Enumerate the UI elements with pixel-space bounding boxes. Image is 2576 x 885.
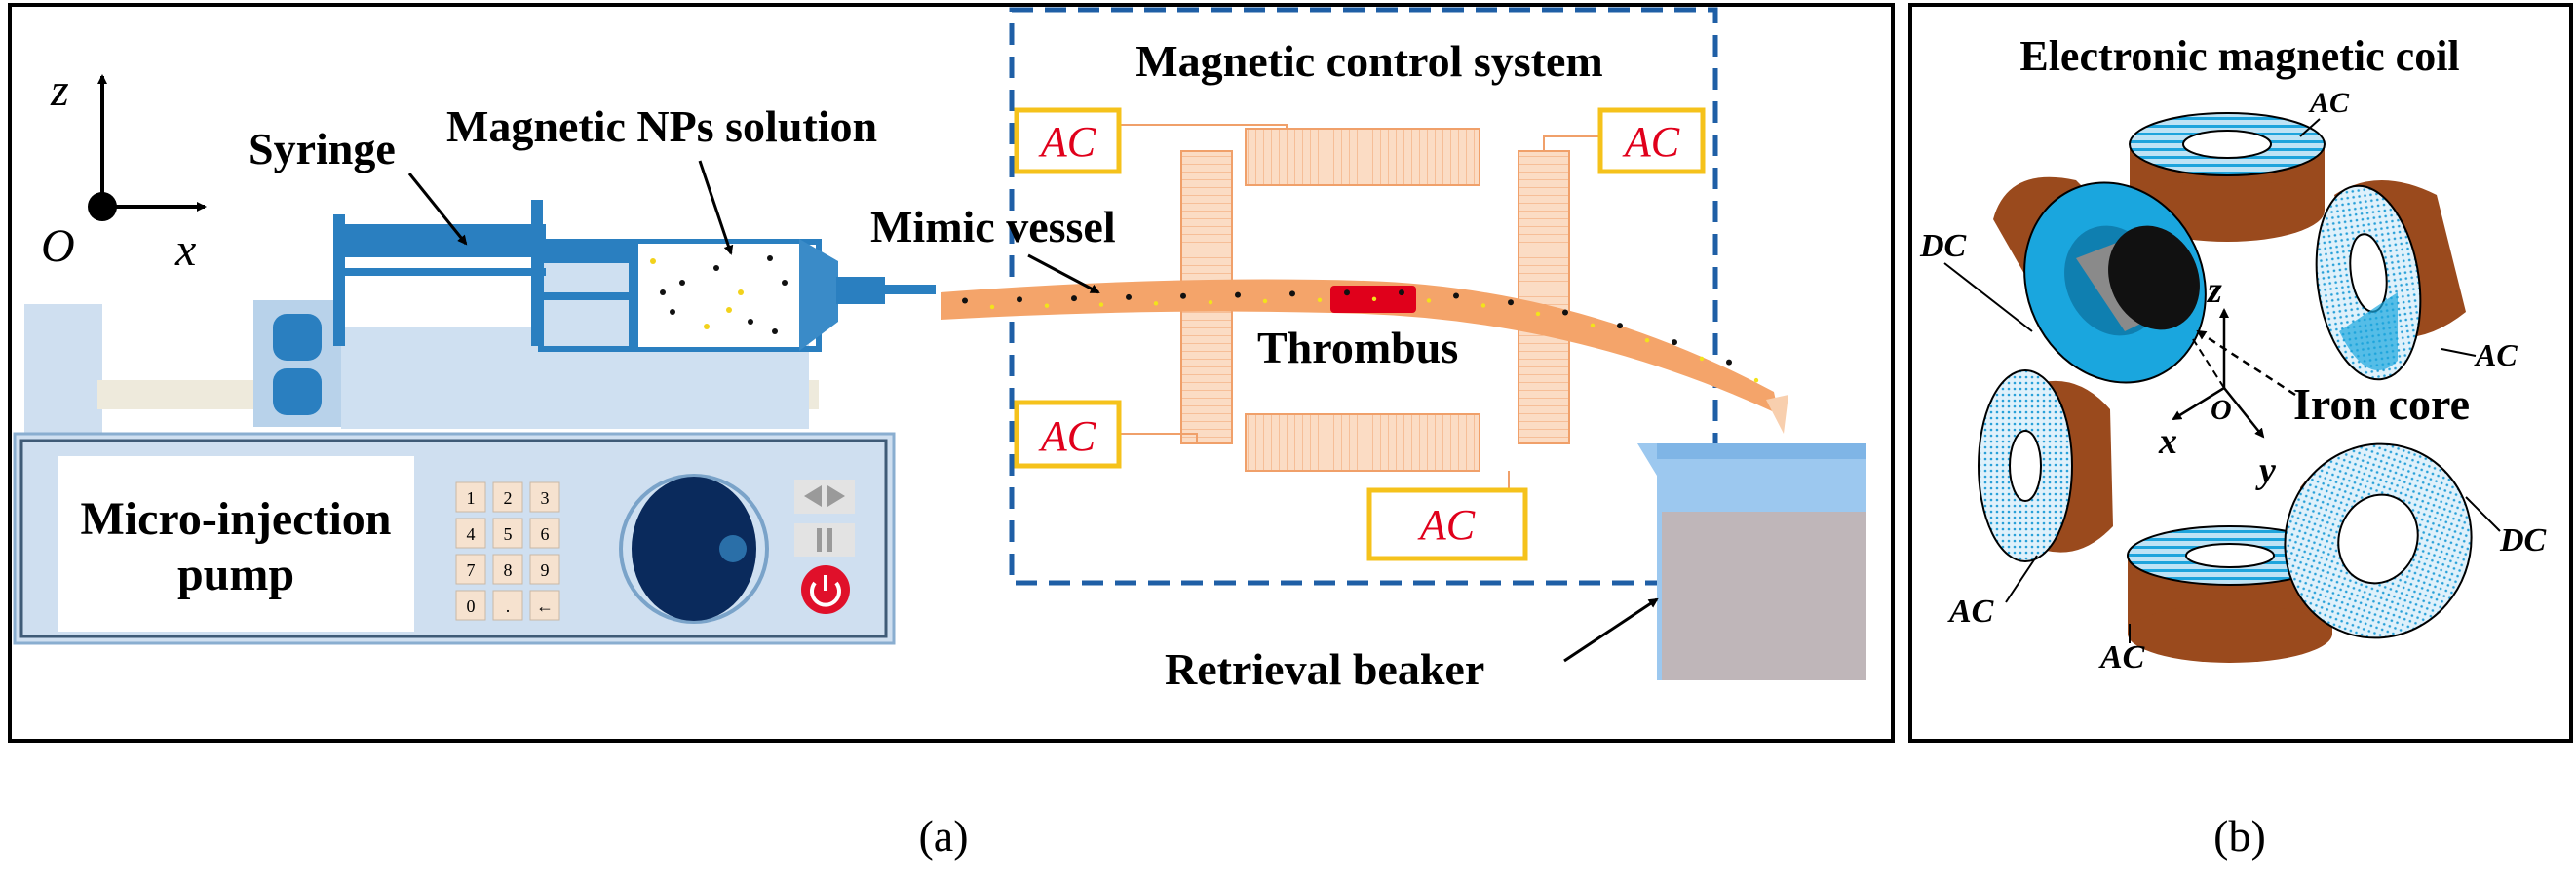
syringe	[333, 200, 936, 352]
svg-text:7: 7	[467, 560, 476, 580]
keypad: 1 2 3 4 5 6 7 8 9 0. ←	[455, 481, 560, 621]
keypad-key: ←	[529, 590, 560, 621]
caption-b: (b)	[2213, 811, 2266, 861]
mimic-vessel-arrow	[1027, 253, 1100, 294]
iron-core	[2076, 225, 2200, 331]
axes-indicator: z x O	[41, 64, 207, 276]
svg-text:8: 8	[504, 560, 513, 580]
mimic-vessel	[941, 279, 1779, 414]
svg-text:0: 0	[467, 596, 476, 616]
np-solution-arrow	[698, 160, 734, 255]
hex-knob-bottom	[273, 368, 322, 415]
ac-box-bottom-right: AC	[1366, 487, 1528, 561]
coil-b-top	[2129, 112, 2326, 242]
axis-z-label: z	[50, 64, 69, 116]
svg-text:6: 6	[541, 524, 550, 544]
coil-b-lower-right	[2284, 442, 2473, 639]
np-particles	[650, 255, 788, 334]
keypad-key: 2	[492, 481, 523, 513]
vessel-outlet	[1766, 395, 1788, 434]
keypad-key: 8	[492, 554, 523, 585]
micro-injection-pump: Micro-injection pump 1 2 3 4 5 6 7 8 9 0. ←	[13, 432, 896, 645]
coil-bottom	[1245, 413, 1480, 472]
svg-text:y: y	[2255, 450, 2276, 491]
syringe-arrow	[407, 173, 468, 246]
keypad-key: 0	[455, 590, 486, 621]
svg-text:AC: AC	[1038, 412, 1096, 460]
keypad-key: 3	[529, 481, 560, 513]
panel-b-frame	[1908, 3, 2573, 743]
coil-b-left	[1978, 369, 2113, 562]
keypad-key: 9	[529, 554, 560, 585]
label-dc-left: DC	[1919, 228, 1967, 264]
retrieval-beaker-label: Retrieval beaker	[1165, 644, 1484, 694]
keypad-key: 6	[529, 518, 560, 549]
svg-text:AC: AC	[1622, 118, 1680, 166]
axis-x-label: x	[174, 224, 196, 276]
panel-b-axes: z x y O	[2158, 270, 2276, 491]
svg-text:AC: AC	[1417, 501, 1476, 549]
svg-text:O: O	[2211, 394, 2232, 426]
np-solution-label: Magnetic NPs solution	[446, 101, 877, 151]
magnetic-control-label: Magnetic control system	[1135, 36, 1602, 86]
dial-knob	[632, 477, 756, 621]
svg-text:.: .	[506, 596, 511, 616]
panel-a-frame	[8, 3, 1895, 743]
ac-box-bottom-left: AC	[1014, 400, 1122, 469]
pump-display	[58, 456, 414, 632]
svg-text:x: x	[2158, 421, 2177, 462]
label-iron-core: Iron core	[2293, 379, 2470, 429]
coil-top	[1245, 128, 1480, 186]
keypad-key: 4	[455, 518, 486, 549]
play-controls	[794, 480, 855, 557]
axis-origin-label: O	[41, 220, 75, 272]
coil-right	[1518, 150, 1570, 444]
retrieval-beaker-arrow	[1563, 597, 1659, 663]
keypad-key: 1	[455, 481, 486, 513]
svg-text:z: z	[2206, 270, 2222, 311]
coil-b-right	[2315, 180, 2466, 381]
keypad-key: .	[492, 590, 523, 621]
label-ac-left: AC	[1947, 594, 1994, 630]
label-ac-right: AC	[2474, 337, 2518, 372]
svg-text:5: 5	[504, 524, 513, 544]
svg-text:9: 9	[541, 560, 550, 580]
coil-wires	[1119, 124, 1618, 499]
pump-label-line2: pump	[177, 549, 294, 600]
caption-a: (a)	[918, 811, 968, 861]
mimic-vessel-label: Mimic vessel	[870, 202, 1116, 251]
power-icon	[801, 565, 850, 614]
hex-knob-top	[273, 314, 322, 361]
panel-b-title: Electronic magnetic coil	[2019, 32, 2459, 80]
thrombus-label: Thrombus	[1257, 323, 1458, 372]
vessel-particles	[962, 289, 1759, 383]
keypad-key: 5	[492, 518, 523, 549]
ac-box-top-right: AC	[1597, 107, 1706, 174]
svg-text:2: 2	[504, 488, 513, 508]
label-dc-right: DC	[2499, 522, 2547, 558]
label-ac-bottom: AC	[2098, 639, 2145, 675]
label-ac-top: AC	[2308, 87, 2350, 119]
retrieval-beaker	[1637, 443, 1866, 680]
svg-text:3: 3	[541, 488, 550, 508]
dial-indicator	[719, 535, 747, 562]
svg-text:1: 1	[467, 488, 476, 508]
keypad-key: 7	[455, 554, 486, 585]
svg-text:4: 4	[467, 524, 476, 544]
svg-text:←: ←	[536, 596, 554, 616]
svg-text:AC: AC	[1038, 118, 1096, 166]
ac-box-top-left: AC	[1014, 107, 1122, 174]
syringe-label: Syringe	[249, 124, 396, 173]
pump-label-line1: Micro-injection	[80, 493, 391, 545]
coil-b-bottom	[2127, 525, 2333, 663]
